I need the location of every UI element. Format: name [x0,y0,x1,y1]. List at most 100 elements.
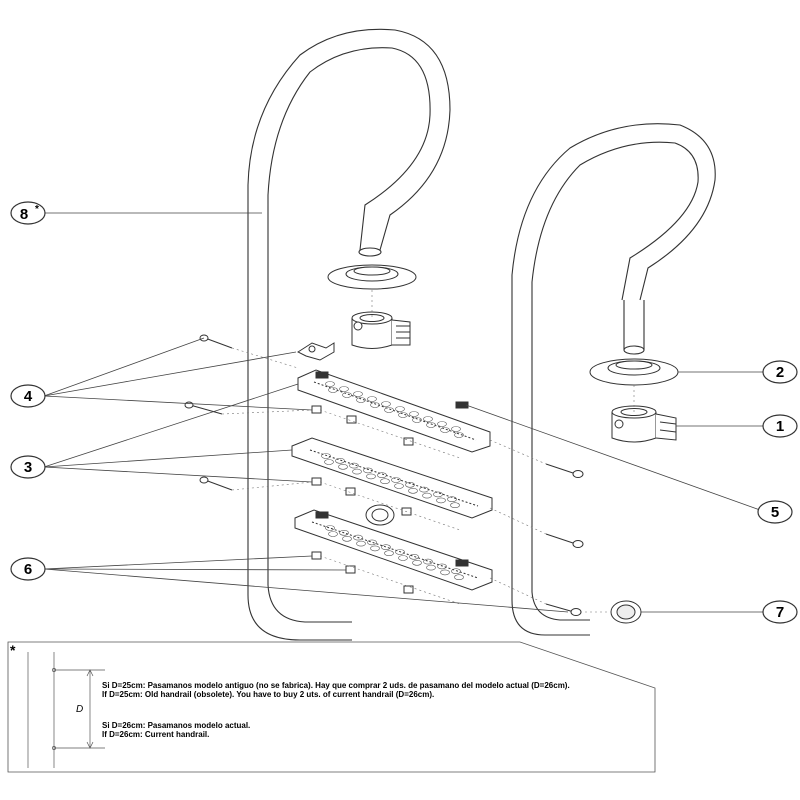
step-grid-hole [391,477,401,483]
step-grid-hole [324,459,334,465]
step-grid-hole [423,416,433,422]
step-grid-hole [321,453,331,459]
step-grid-hole [454,432,464,438]
step-grid-hole [356,397,366,403]
left-handrail [247,28,451,641]
step-grid-hole [426,422,436,428]
step-grid-hole [325,525,335,531]
callout-5: 5 [757,500,793,524]
step-grid-hole [409,553,419,560]
leader-lines [43,212,765,613]
step-bottom [294,509,493,591]
callout-8-star: * [35,204,39,215]
assembly-guide-lines [221,290,635,613]
step-grid-hole [353,534,363,541]
note-line-2: If D=25cm: Old handrail (obsolete). You … [102,690,434,699]
step-grid-hole [405,481,415,488]
step-grid-hole [339,529,349,536]
step-grid-hole [451,426,461,432]
step-top [297,369,491,453]
step-grid-hole [384,550,394,557]
step-grid-hole [353,391,363,397]
callout-1: 1 [762,414,798,438]
step-grid-hole [433,491,443,498]
step-grid-hole [328,531,338,537]
step-grid-hole [450,502,460,509]
step-grid-hole [342,392,352,398]
left-anchor [351,311,411,349]
step-grid-hole [384,407,394,413]
step-grid-hole [395,406,405,412]
step-grid-hole [380,478,390,485]
step-grid-hole [381,544,391,551]
step-grid-hole [451,568,461,575]
step-grid-hole [409,411,419,417]
step-grid-hole [447,496,457,503]
step-grid-hole [342,535,352,542]
callout-8-label: 8 [20,206,28,223]
step-middle [291,437,493,519]
callout-4-label: 4 [24,388,33,405]
callout-7: 7 [762,600,798,624]
step-bracket [296,342,335,361]
step-grid-hole [398,412,408,418]
step-grid-hole [440,569,450,576]
step-grid-hole [395,549,405,555]
step-grid-hole [349,462,359,469]
step-grid-hole [367,539,377,546]
left-escutcheon [327,264,417,290]
step-grid-hole [412,559,422,566]
step-grid-hole [454,574,464,581]
bolts-and-nuts [184,334,642,624]
step-grid-hole [356,540,366,547]
right-anchor [611,405,677,443]
step-grid-hole [437,563,447,570]
step-grid-hole [423,558,433,565]
step-grid-hole [363,467,373,474]
step-grid-hole [367,396,377,402]
callout-2-label: 2 [776,364,784,381]
step-grid-hole [440,427,450,433]
step-grid-hole [338,463,348,470]
note-box: * D Si D=25cm: Pasamanos modelo antiguo … [7,641,656,773]
step-grid-hole [436,497,446,504]
right-handrail [511,123,716,636]
step-grid-hole [377,472,387,479]
step-grid-hole [352,468,362,475]
step-grid-hole [328,387,338,393]
note-line-3: Si D=26cm: Pasamanos modelo actual. [102,721,250,730]
right-escutcheon [589,358,679,386]
note-line-4: If D=26cm: Current handrail. [102,730,209,739]
note-line-1: Si D=25cm: Pasamanos modelo antiguo (no … [102,681,570,690]
step-grid-hole [419,486,429,493]
step-grid-hole [398,555,408,561]
callout-2: 2 [762,360,798,384]
step-grid-hole [437,421,447,427]
step-grid-hole [339,386,349,392]
callout-6-label: 6 [24,561,32,578]
dimension-sketch [27,652,105,768]
step-grid-hole [325,381,335,387]
callout-5-label: 5 [771,504,779,521]
dimension-d-label: D [76,704,83,715]
callout-8: 8 * [10,201,46,225]
step-grid-hole [370,545,380,552]
callout-7-label: 7 [776,604,784,621]
step-grid-hole [370,402,380,408]
step-grid-hole [366,473,376,480]
step-grid-hole [394,483,404,489]
step-grid-hole [412,417,422,423]
note-star: * [10,642,16,658]
callout-1-label: 1 [776,418,784,435]
step-grid-hole [422,492,432,499]
step-grid-hole [381,401,391,407]
callout-3: 3 [10,455,46,479]
callout-6: 6 [10,557,46,581]
callout-3-label: 3 [24,459,32,476]
step-grid-hole [426,564,436,571]
step-grid-pattern [321,381,464,581]
step-grid-hole [335,457,345,464]
step-grid-hole [408,487,418,494]
callout-4: 4 [10,384,46,408]
